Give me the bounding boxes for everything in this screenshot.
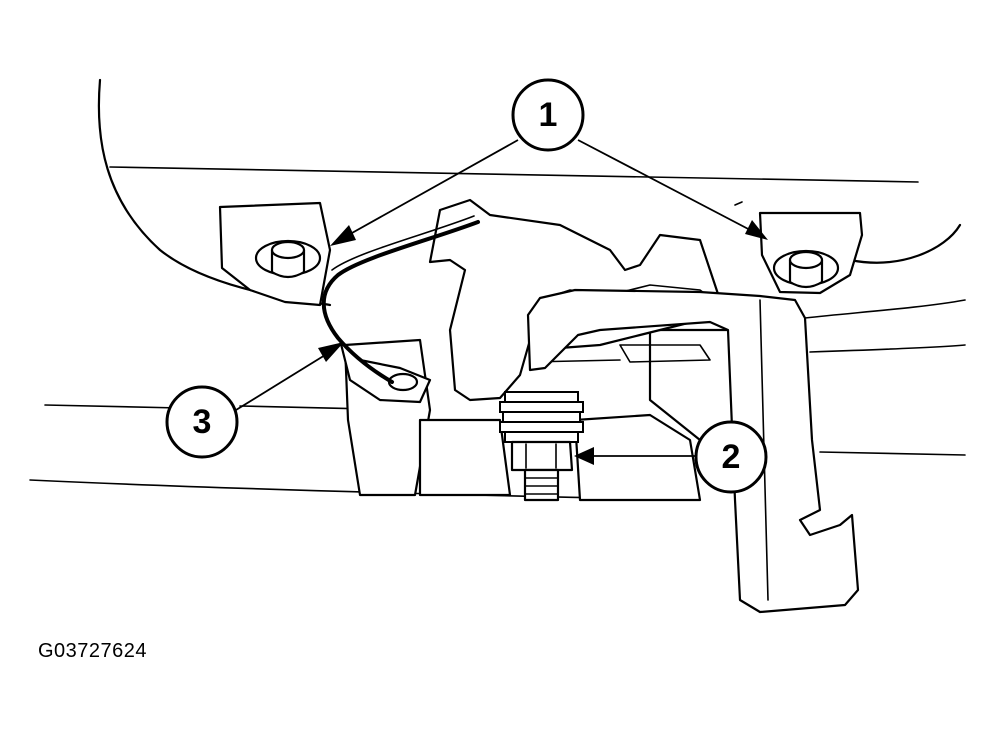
callout-2-circle	[694, 420, 768, 494]
callout-1-group: 1	[330, 78, 768, 246]
callout-1-label: 1	[539, 96, 558, 134]
threaded-adjuster	[499, 391, 584, 502]
callout-3-group: 3	[165, 342, 344, 459]
callout-1-circle	[511, 78, 585, 152]
callout-3-label: 3	[193, 403, 212, 441]
release-cable	[321, 215, 480, 384]
figure-id-label: G03727624	[38, 640, 148, 662]
callout-2-label: 2	[722, 438, 741, 476]
left-mounting-tab	[218, 201, 332, 307]
right-mounting-tab	[758, 211, 864, 295]
callout-2-group: 2	[574, 420, 768, 494]
callout-3-circle	[165, 385, 239, 459]
